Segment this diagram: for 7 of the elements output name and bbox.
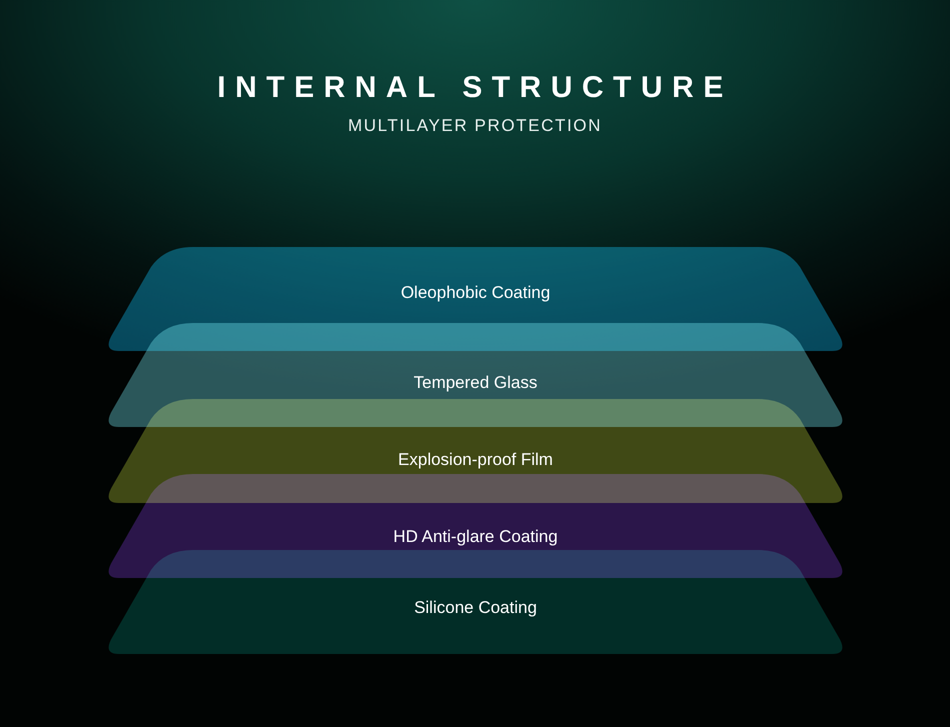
title: INTERNAL STRUCTURE bbox=[217, 70, 733, 106]
layer-label: Silicone Coating bbox=[414, 598, 537, 618]
layer-label: Explosion-proof Film bbox=[398, 450, 553, 470]
subtitle: MULTILAYER PROTECTION bbox=[348, 115, 602, 137]
layer-label: Tempered Glass bbox=[414, 373, 538, 393]
layer-label: Oleophobic Coating bbox=[400, 283, 550, 303]
layer-label: HD Anti-glare Coating bbox=[393, 527, 558, 547]
